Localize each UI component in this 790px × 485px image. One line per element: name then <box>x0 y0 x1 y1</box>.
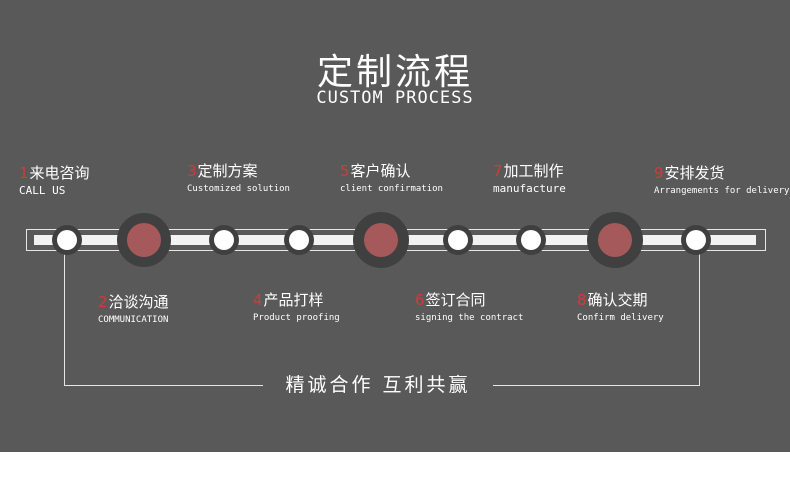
step-subtitle: Customized solution <box>187 184 290 194</box>
step-subtitle: Arrangements for delivery <box>654 186 790 196</box>
step-number: 9 <box>654 164 664 182</box>
step-4: 4产品打样 Product proofing <box>253 291 340 324</box>
step-title: 洽谈沟通 <box>108 293 169 311</box>
step-subtitle: Product proofing <box>253 313 340 323</box>
step-title: 加工制作 <box>503 162 564 180</box>
step-8: 8确认交期 Confirm delivery <box>577 291 664 324</box>
timeline-node-small-core <box>448 230 468 250</box>
step-subtitle: signing the contract <box>415 313 524 323</box>
timeline-node-small-core <box>521 230 541 250</box>
slogan: 精诚合作 互利共赢 <box>263 370 493 400</box>
step-2: 2洽谈沟通 COMMUNICATION <box>98 293 169 326</box>
step-number: 6 <box>415 291 425 309</box>
step-number: 5 <box>340 162 350 180</box>
timeline-node-small-core <box>289 230 309 250</box>
page-title: 定制流程 <box>316 52 473 93</box>
step-6: 6签订合同 signing the contract <box>415 291 523 324</box>
step-subtitle: manufacture <box>493 182 566 195</box>
step-7: 7加工制作 manufacture <box>493 162 566 195</box>
step-number: 8 <box>577 291 587 309</box>
step-title: 签订合同 <box>425 291 486 309</box>
step-title: 客户确认 <box>350 162 411 180</box>
step-subtitle: CALL US <box>19 184 66 197</box>
timeline-node-large-core <box>127 223 161 257</box>
step-title: 定制方案 <box>197 162 258 180</box>
timeline-node-small-core <box>686 230 706 250</box>
step-title: 安排发货 <box>664 164 725 182</box>
step-title: 来电咨询 <box>29 164 90 182</box>
step-1: 1来电咨询 CALL US <box>19 164 90 197</box>
timeline-node-small-core <box>57 230 77 250</box>
step-number: 1 <box>19 164 29 182</box>
step-3: 3定制方案 Customized solution <box>187 162 290 195</box>
process-panel: 定制流程 CUSTOM PROCESS 精诚合作 互利共赢 1来电咨询 CALL… <box>0 0 790 452</box>
timeline-node-large-core <box>598 223 632 257</box>
timeline-node-large-core <box>364 223 398 257</box>
step-5: 5客户确认 client confirmation <box>340 162 443 195</box>
step-number: 7 <box>493 162 503 180</box>
step-number: 3 <box>187 162 197 180</box>
step-title: 产品打样 <box>263 291 324 309</box>
step-9: 9安排发货 Arrangements for delivery <box>654 164 789 197</box>
step-number: 4 <box>253 291 263 309</box>
page-subtitle: CUSTOM PROCESS <box>316 88 474 108</box>
timeline-node-small-core <box>214 230 234 250</box>
step-number: 2 <box>98 293 108 311</box>
step-subtitle: client confirmation <box>340 184 443 194</box>
step-subtitle: Confirm delivery <box>577 313 664 323</box>
step-title: 确认交期 <box>587 291 648 309</box>
step-subtitle: COMMUNICATION <box>98 315 169 325</box>
